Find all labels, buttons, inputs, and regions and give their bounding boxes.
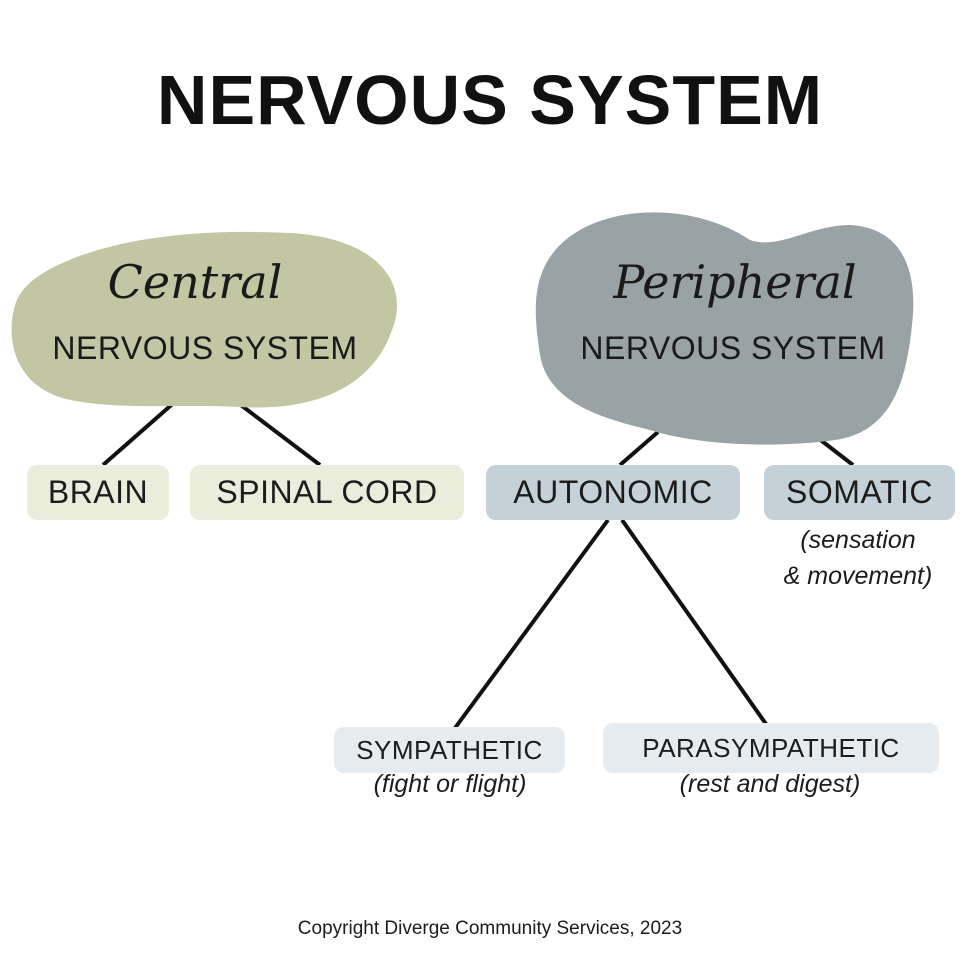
connector-peripheral-somatic xyxy=(816,436,855,467)
connector-autonomic-sympathetic xyxy=(453,518,610,730)
peripheral-blob xyxy=(535,212,914,445)
page-title: NERVOUS SYSTEM xyxy=(156,61,824,139)
copyright-footer: Copyright Diverge Community Services, 20… xyxy=(297,918,683,939)
peripheral-blob-label: NERVOUS SYSTEM xyxy=(580,330,886,366)
connector-autonomic-parasympathetic xyxy=(620,518,768,726)
brain-box: BRAIN xyxy=(27,465,169,520)
parasympathetic-box: PARASYMPATHETIC xyxy=(603,723,939,773)
central-blob xyxy=(11,231,397,408)
sympathetic-box: SYMPATHETIC xyxy=(334,727,565,773)
spinal-cord-box: SPINAL CORD xyxy=(190,465,464,520)
somatic-box: SOMATIC xyxy=(764,465,955,520)
somatic-note-line-1: (sensation xyxy=(800,526,916,554)
peripheral-script-label: Peripheral xyxy=(613,255,857,309)
somatic-note-line-2: & movement) xyxy=(783,562,933,590)
autonomic-box: AUTONOMIC xyxy=(486,465,740,520)
central-blob-label: NERVOUS SYSTEM xyxy=(52,330,358,366)
parasympathetic-note: (rest and digest) xyxy=(679,770,861,798)
sympathetic-note: (fight or flight) xyxy=(373,770,527,798)
connector-peripheral-autonomic xyxy=(618,430,660,467)
central-script-label: Central xyxy=(107,255,283,309)
